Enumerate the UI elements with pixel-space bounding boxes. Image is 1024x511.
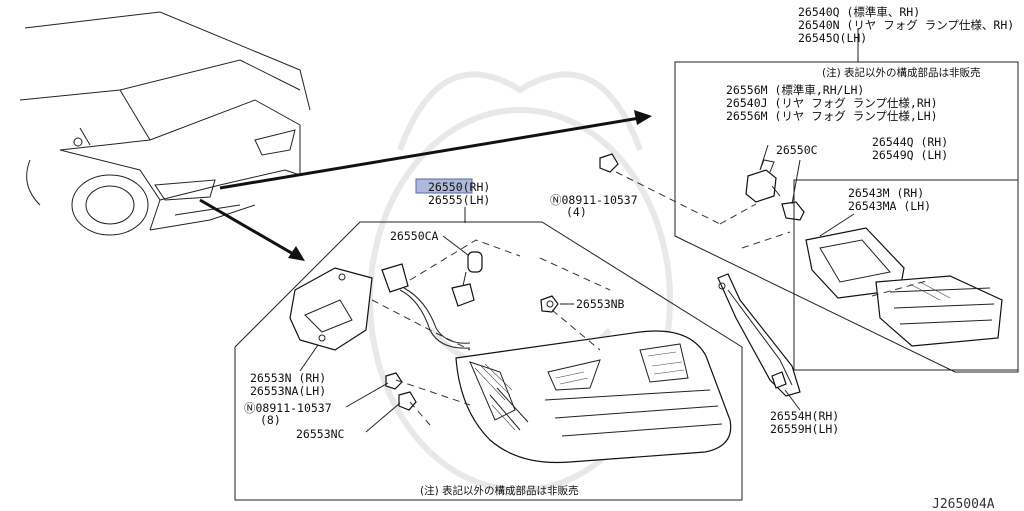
socket-26556m — [745, 159, 781, 203]
label-26553n-rh[interactable]: 26553N (RH) — [250, 371, 326, 385]
label-qty-upper: (4) — [566, 205, 587, 219]
inner-lamp-panel — [674, 61, 1019, 373]
label-26550ca[interactable]: 26550CA — [390, 229, 439, 243]
pointer-arrows — [199, 110, 652, 261]
grommet-26553nb — [540, 295, 559, 313]
label-26559h-lh[interactable]: 26559H(LH) — [770, 422, 839, 436]
label-26550c[interactable]: 26550C — [776, 143, 818, 157]
label-26544q-rh[interactable]: 26544Q (RH) — [872, 135, 948, 149]
diagram-code: J265004A — [932, 497, 995, 511]
harness-connector — [381, 263, 409, 293]
label-08911-lower[interactable]: Ⓝ08911-10537 — [244, 401, 332, 415]
bulb-26550ca — [467, 251, 483, 273]
lamp-bracket — [289, 267, 373, 351]
outer-combination-lamp — [455, 330, 732, 464]
label-26540n[interactable]: 26540N (リヤ フォグ ランプ仕様、RH) — [798, 18, 1014, 32]
grommet-upper — [599, 153, 619, 173]
car-rear-illustration — [19, 11, 311, 236]
bulb-26550c — [781, 201, 805, 221]
label-26554h-rh[interactable]: 26554H(RH) — [770, 409, 839, 423]
label-26543m-rh[interactable]: 26543M (RH) — [848, 186, 924, 200]
label-26550-rh[interactable]: 26550(RH) — [428, 180, 490, 194]
grommet-26553nc — [398, 391, 417, 411]
rear-finisher-26554h — [717, 273, 801, 397]
label-26545q[interactable]: 26545Q(LH) — [798, 31, 867, 45]
label-qty-lower: (8) — [260, 413, 281, 427]
label-26549q-lh[interactable]: 26549Q (LH) — [872, 148, 948, 162]
inner-lamp-26544q — [793, 179, 1019, 371]
label-26543ma-lh[interactable]: 26543MA (LH) — [848, 199, 931, 213]
label-26553na-lh[interactable]: 26553NA(LH) — [250, 384, 326, 398]
note-lower: (注) 表記以外の構成部品は非販売 — [420, 484, 579, 497]
label-26556m-std[interactable]: 26556M (標準車,RH/LH) — [726, 83, 864, 97]
label-26540j[interactable]: 26540J (リヤ フォグ ランプ仕様,RH) — [726, 96, 938, 110]
label-26555-lh[interactable]: 26555(LH) — [428, 193, 490, 207]
label-08911-upper[interactable]: Ⓝ08911-10537 — [550, 193, 638, 207]
label-26556m-lh[interactable]: 26556M (リヤ フォグ ランプ仕様,LH) — [726, 109, 938, 123]
bulb-socket-outer — [451, 283, 475, 307]
label-26540q[interactable]: 26540Q (標準車、RH) — [798, 5, 920, 19]
note-upper: (注) 表記以外の構成部品は非販売 — [822, 66, 981, 79]
label-26553nb[interactable]: 26553NB — [576, 297, 625, 311]
part-highlight — [415, 178, 473, 194]
label-26553nc[interactable]: 26553NC — [296, 427, 345, 441]
outer-lamp-panel — [234, 221, 743, 501]
